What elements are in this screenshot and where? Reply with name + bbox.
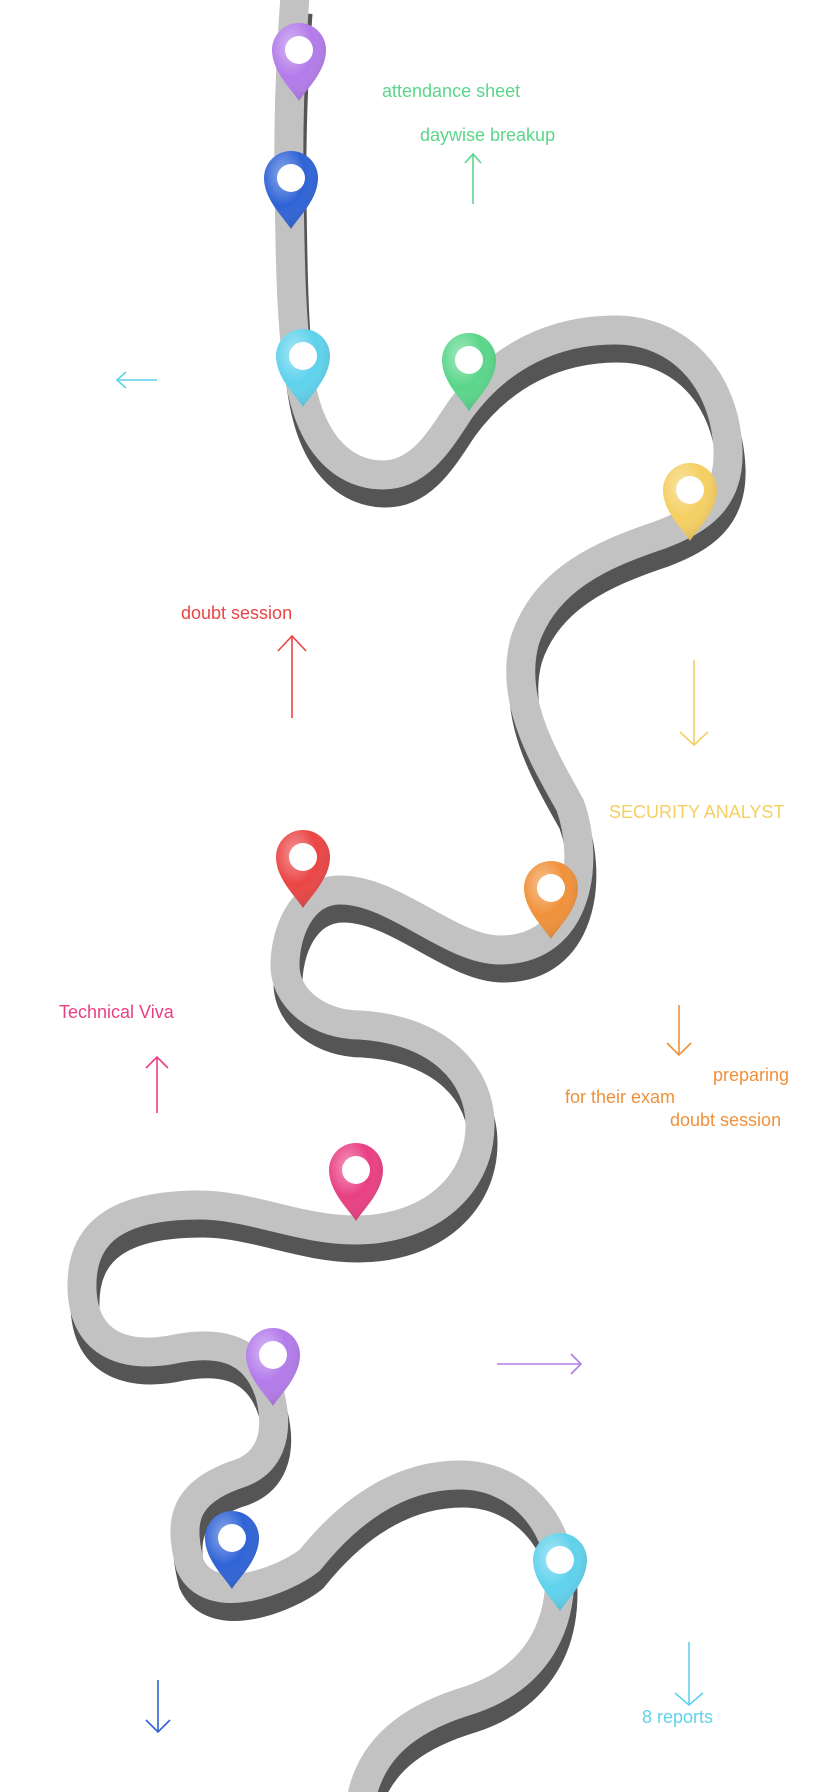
label-daywise-breakup: daywise breakup (420, 125, 556, 145)
pin-blue-top (264, 151, 318, 229)
pin-cyan-top (276, 329, 330, 407)
pin-blue-bottom (205, 1511, 259, 1589)
arrow-up-green (464, 152, 482, 204)
label-doubt-session-top: doubt session (181, 603, 293, 623)
label-for-their-exam: for their exam (565, 1087, 676, 1107)
pin-purple-bottom (246, 1328, 300, 1406)
pin-pink (329, 1143, 383, 1221)
label-8-reports: 8 reports (642, 1707, 714, 1727)
label-security-analyst: SECURITY ANALYST (609, 802, 785, 822)
arrow-down-cyan (674, 1642, 704, 1707)
road-side (70, 12, 746, 1792)
arrow-down-orange (666, 1005, 692, 1057)
pins (205, 23, 717, 1611)
pin-orange (524, 861, 578, 939)
pin-cyan-bottom (533, 1533, 587, 1611)
pin-green (442, 333, 496, 411)
road (67, 0, 746, 1792)
arrow-up-pink (145, 1055, 169, 1113)
arrow-down-yellow (679, 660, 709, 747)
pin-red (276, 830, 330, 908)
arrows (115, 152, 709, 1734)
label-doubt-session-bottom: doubt session (670, 1110, 782, 1130)
arrow-down-blue (145, 1680, 171, 1734)
label-attendance-sheet: attendance sheet (382, 81, 521, 101)
label-technical-viva: Technical Viva (59, 1002, 174, 1022)
arrow-up-red (277, 634, 307, 718)
pin-purple-top (272, 23, 326, 101)
arrow-left-cyan (115, 371, 157, 389)
pin-yellow (663, 463, 717, 541)
road-top (67, 0, 743, 1792)
arrow-right-purple (497, 1353, 583, 1375)
label-preparing: preparing (713, 1065, 790, 1085)
